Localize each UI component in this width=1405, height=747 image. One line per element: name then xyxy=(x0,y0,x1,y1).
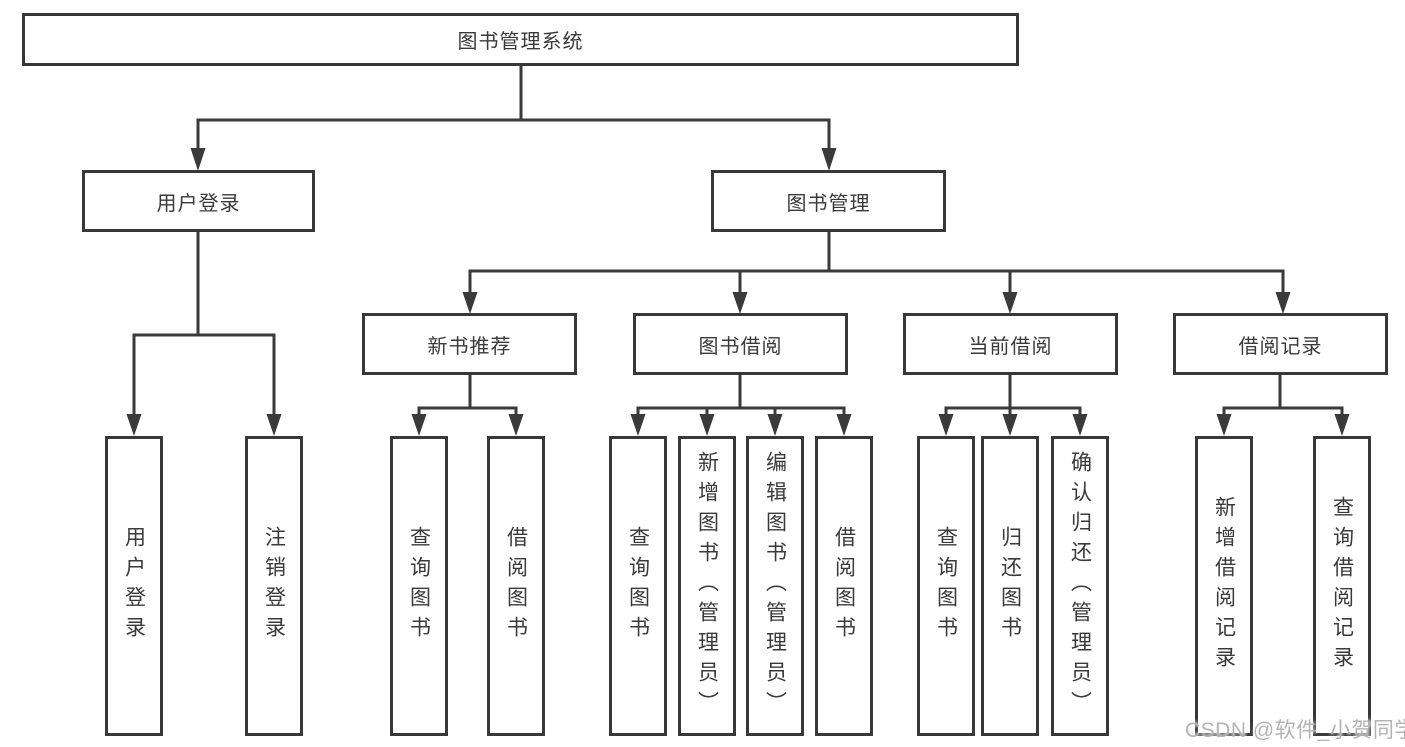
node-current-borrowing: 当前借阅 xyxy=(903,313,1118,375)
node-book-management: 图书管理 xyxy=(711,170,946,232)
leaf-add-book-admin: 新增图书（管理员） xyxy=(678,436,736,736)
leaf-return-book: 归还图书 xyxy=(981,436,1039,736)
edges-book-borrowing xyxy=(630,375,852,436)
node-label: 确认归还（管理员） xyxy=(1068,451,1092,721)
node-label: 新增借阅记录 xyxy=(1212,496,1236,676)
node-label: 查询图书 xyxy=(407,526,431,646)
leaf-logout: 注销登录 xyxy=(245,436,303,736)
edges-new-book-recommendation xyxy=(411,375,524,436)
leaf-query-borrow-record: 查询借阅记录 xyxy=(1313,436,1371,736)
edges-user-login xyxy=(126,232,282,436)
node-label: 借阅图书 xyxy=(504,526,528,646)
node-label: 查询图书 xyxy=(626,526,650,646)
leaf-edit-book-admin: 编辑图书（管理员） xyxy=(746,436,804,736)
node-label: 新书推荐 xyxy=(427,335,512,358)
edges-book-management xyxy=(462,232,1291,314)
edges-root xyxy=(190,66,837,171)
node-label: 借阅记录 xyxy=(1238,335,1323,358)
csdn-watermark: CSDN @软件_小贺同学 xyxy=(1185,719,1405,742)
node-new-book-recommendation: 新书推荐 xyxy=(362,313,577,375)
node-label: 归还图书 xyxy=(998,526,1022,646)
leaf-borrow-book-recommend: 借阅图书 xyxy=(487,436,545,736)
node-library-management-system: 图书管理系统 xyxy=(22,13,1019,66)
node-label: 新增图书（管理员） xyxy=(695,451,719,721)
node-label: 查询借阅记录 xyxy=(1330,496,1354,676)
node-label: 图书管理系统 xyxy=(457,31,584,53)
edges-current-borrowing xyxy=(938,375,1088,436)
node-label: 借阅图书 xyxy=(832,526,856,646)
leaf-query-book-recommend: 查询图书 xyxy=(390,436,448,736)
node-label: 图书管理 xyxy=(786,192,871,215)
leaf-user-login: 用户登录 xyxy=(105,436,163,736)
node-label: 查询图书 xyxy=(934,526,958,646)
node-borrowing-records: 借阅记录 xyxy=(1173,313,1388,375)
node-label: 用户登录 xyxy=(156,192,241,215)
leaf-query-book-current: 查询图书 xyxy=(917,436,975,736)
node-label: 图书借阅 xyxy=(698,335,783,358)
leaf-add-borrow-record: 新增借阅记录 xyxy=(1195,436,1253,736)
edges-borrowing-records xyxy=(1216,375,1350,436)
leaf-confirm-return-admin: 确认归还（管理员） xyxy=(1051,436,1109,736)
node-user-login: 用户登录 xyxy=(82,170,315,232)
node-label: 注销登录 xyxy=(262,526,286,646)
node-book-borrowing: 图书借阅 xyxy=(633,313,848,375)
node-label: 当前借阅 xyxy=(968,335,1053,358)
node-label: 用户登录 xyxy=(122,526,146,646)
leaf-borrow-book: 借阅图书 xyxy=(815,436,873,736)
node-label: 编辑图书（管理员） xyxy=(763,451,787,721)
leaf-query-book-borrow: 查询图书 xyxy=(609,436,667,736)
